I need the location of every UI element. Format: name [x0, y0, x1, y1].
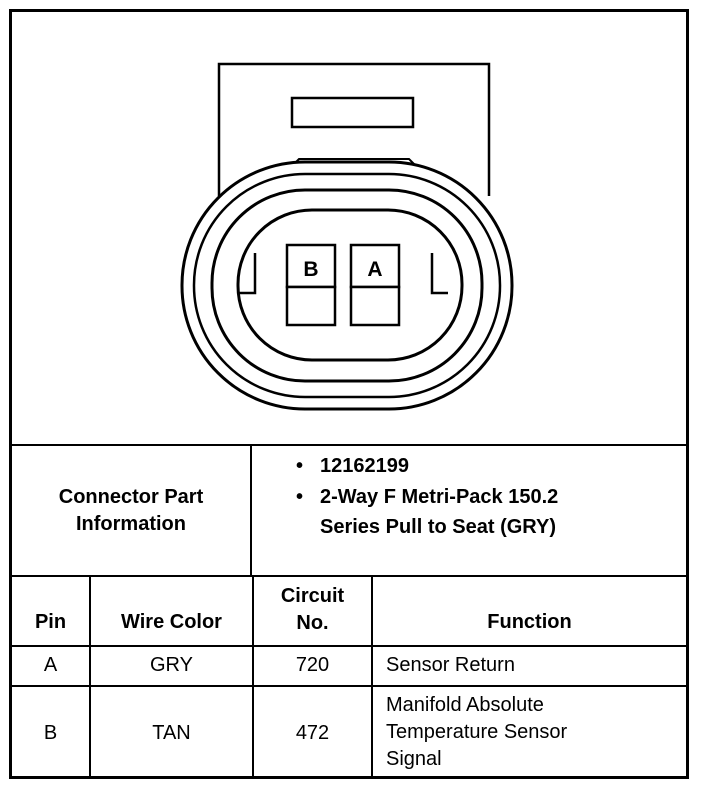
terminal-b-label: B [303, 258, 318, 281]
connector-outer-shell-inner-edge [192, 172, 502, 399]
connector-description: 2-Way F Metri-Pack 150.2 Series Pull to … [320, 486, 559, 538]
row-b-circuit: 472 [295, 722, 330, 744]
terminal-a-label: A [367, 258, 382, 281]
terminal-b-lower [285, 285, 337, 327]
row-b-pin: B [43, 722, 58, 744]
row-a-circuit: 720 [295, 654, 330, 676]
header-circuit-line1: Circuit [280, 585, 345, 607]
connector-face-outer [210, 188, 484, 383]
connector-info-row: Connector Part Information • 12162199 • … [12, 444, 686, 575]
pinout-table: Pin Wire Color Circuit No. Function A GR… [12, 575, 686, 776]
row-a-wire-color: GRY [150, 654, 193, 676]
connector-rib-left [239, 253, 257, 295]
bullet-marker: • [296, 486, 304, 508]
connector-info-details: • 12162199 • 2-Way F Metri-Pack 150.2 Se… [252, 446, 686, 575]
header-circuit-line2: No. [296, 612, 329, 634]
header-pin: Pin [34, 611, 67, 633]
row-a-pin: A [43, 654, 58, 676]
connector-sheet: B A Connector Part Information • 1216219… [9, 9, 689, 779]
bullet-marker: • [296, 455, 304, 477]
connector-diagram: B A [180, 62, 514, 411]
row-b-function: Manifold Absolute Temperature Sensor Sig… [386, 694, 568, 770]
connector-housing-top [217, 62, 491, 196]
row-a-function: Sensor Return [386, 654, 515, 676]
terminal-a-upper [349, 243, 401, 289]
part-number: 12162199 [320, 455, 409, 477]
connector-info-label: Connector Part Information [58, 485, 204, 535]
header-function: Function [487, 611, 572, 633]
row-b-wire-color: TAN [152, 722, 191, 744]
header-wire-color: Wire Color [121, 611, 222, 633]
connector-info-label-cell: Connector Part Information [12, 446, 252, 575]
terminal-b-upper [285, 243, 337, 289]
connector-latch [290, 96, 415, 129]
terminal-a-lower [349, 285, 401, 327]
connector-cavity [236, 208, 464, 362]
connector-rib-right [430, 253, 448, 295]
